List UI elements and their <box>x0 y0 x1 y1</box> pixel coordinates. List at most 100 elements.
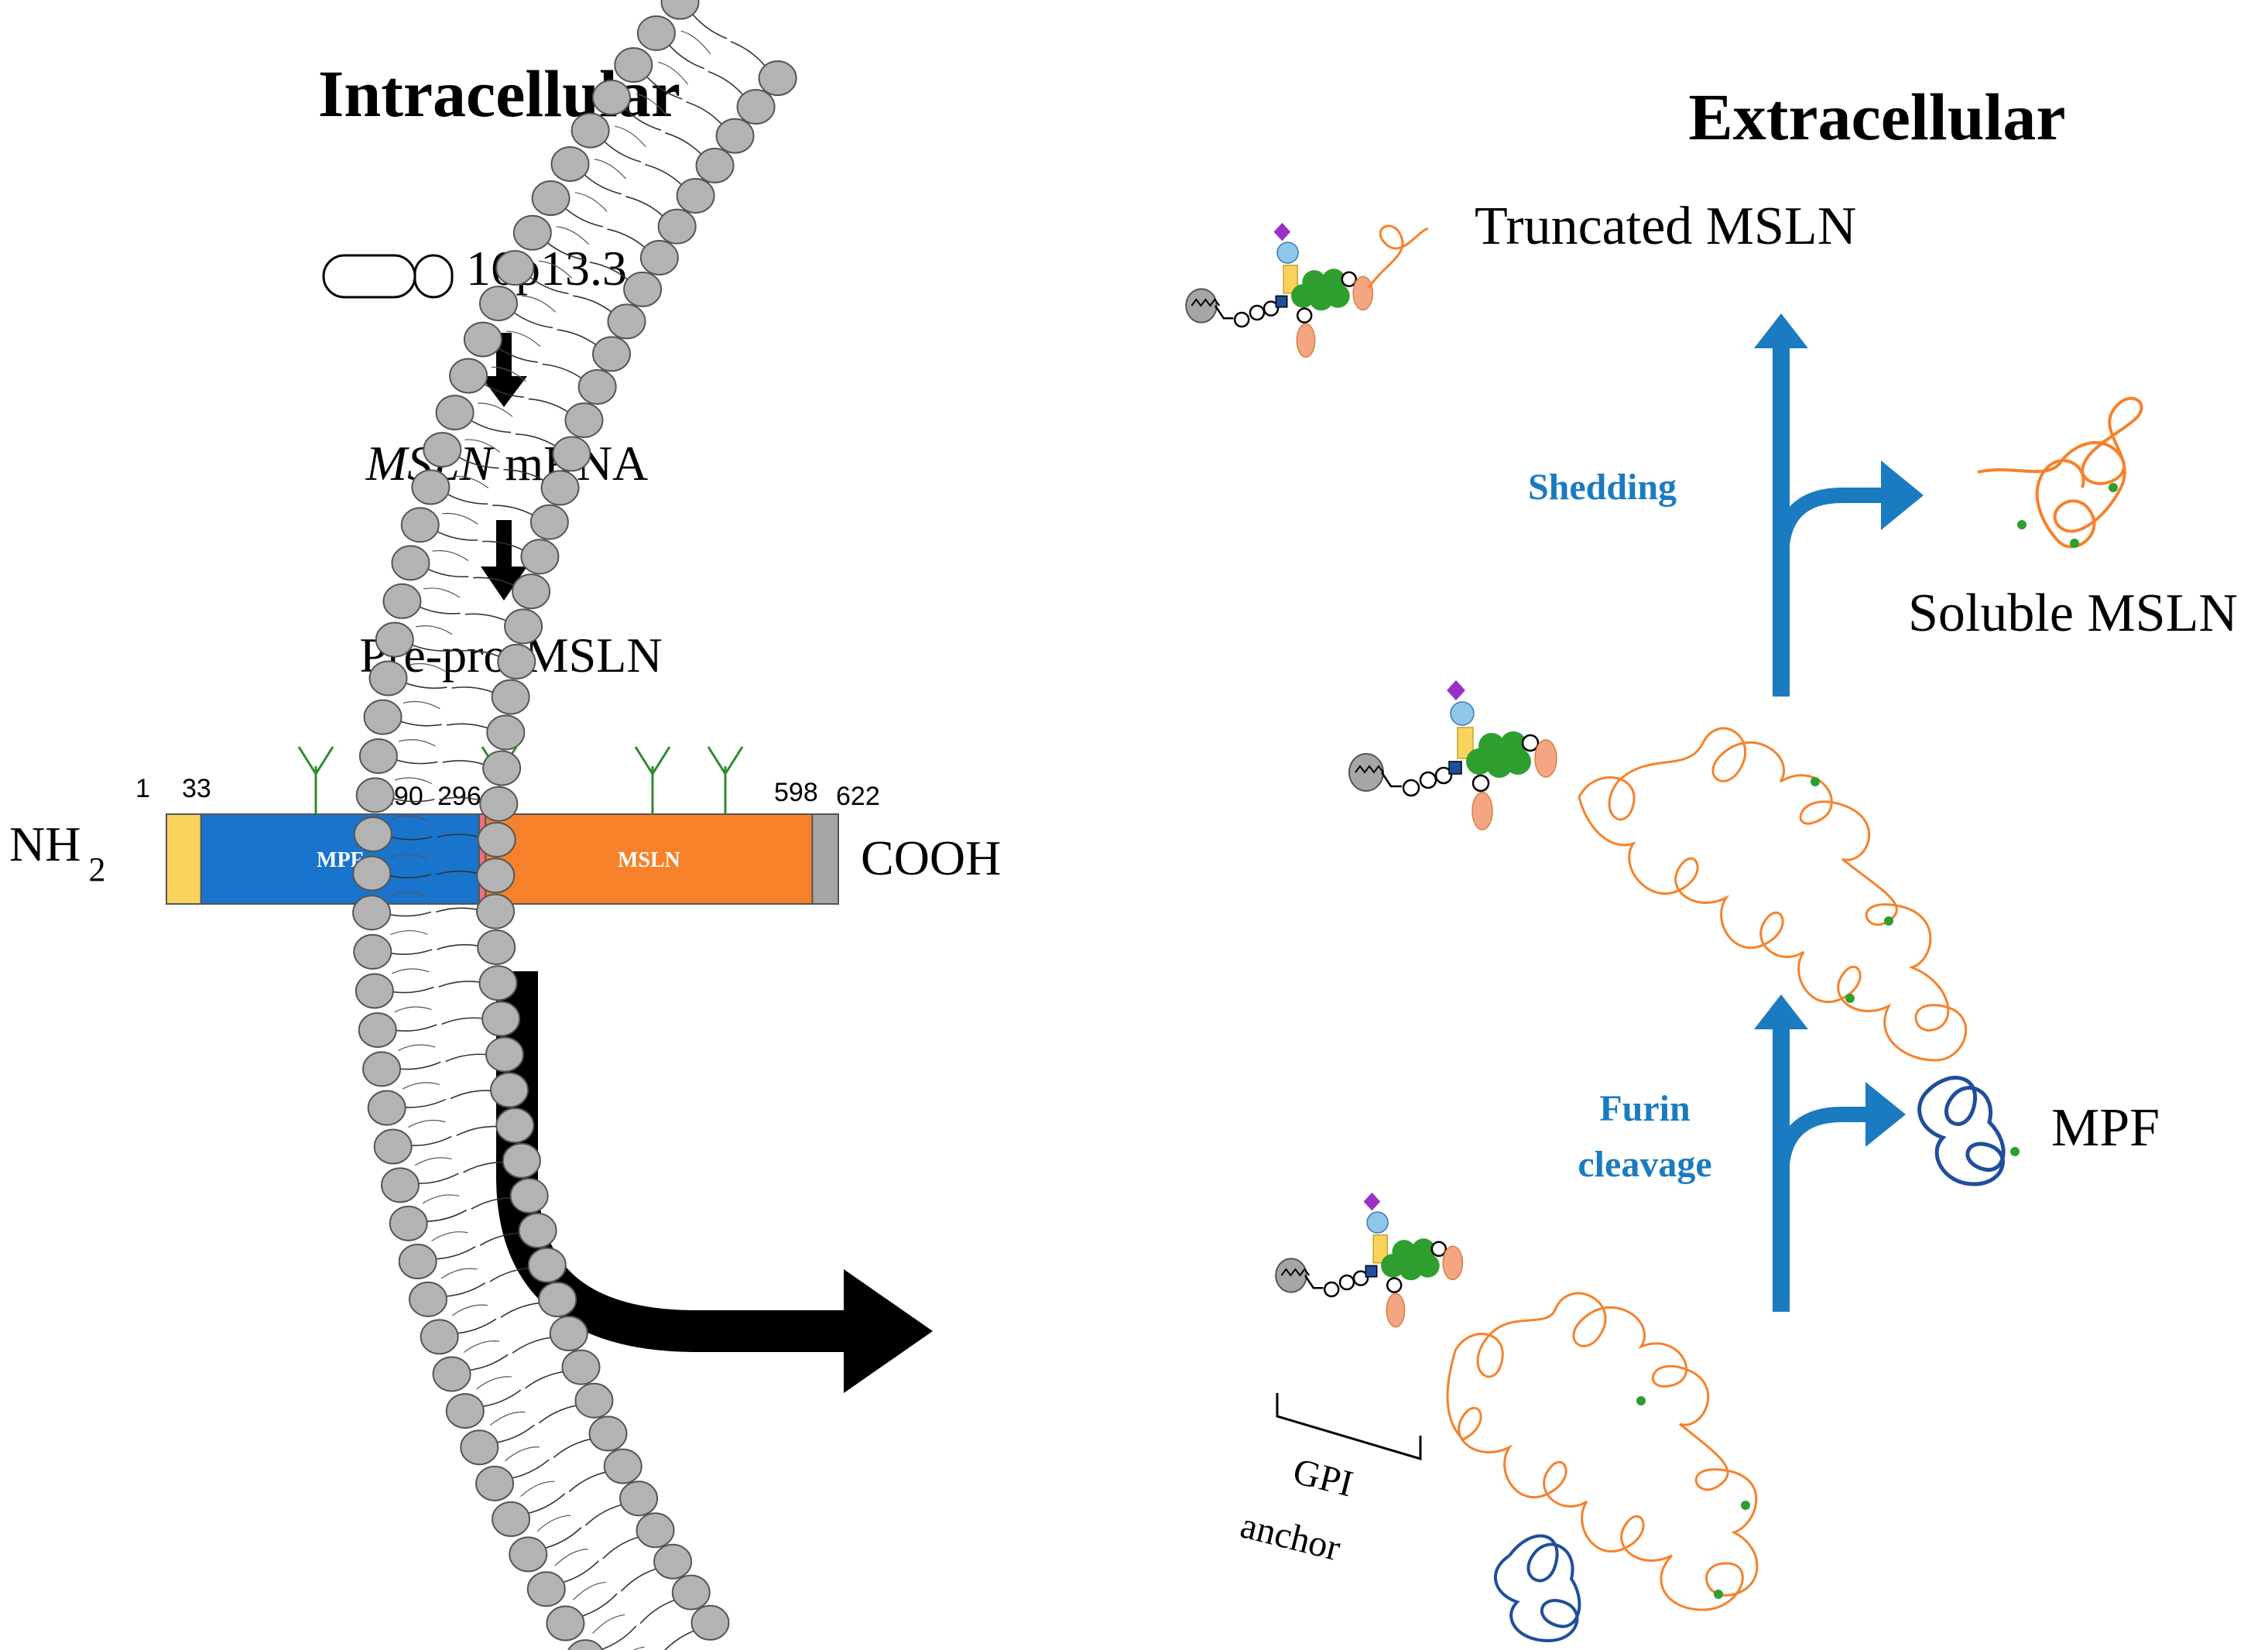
mannose-square <box>1365 1265 1378 1278</box>
lipid-head <box>592 336 632 372</box>
position-label: 1 <box>135 774 150 803</box>
lipid-head <box>495 250 535 286</box>
lipid-head <box>363 699 403 735</box>
domain-gpi-signal <box>811 813 839 905</box>
anchor-lipid <box>1348 753 1384 792</box>
soluble-msln-sites <box>2017 483 2118 548</box>
lipid-head <box>607 303 646 340</box>
lipid-head <box>492 1501 531 1537</box>
glycan-green-circle <box>1478 733 1505 759</box>
lipid-head <box>549 1316 588 1352</box>
lipid-head <box>546 1605 585 1641</box>
lipid-head <box>373 1128 413 1165</box>
lipid-head <box>355 777 395 813</box>
lipid-head <box>495 1107 535 1144</box>
lipid-head <box>657 208 697 245</box>
lipid-head <box>382 583 422 619</box>
lipid-head <box>639 239 679 276</box>
glycan-yellow <box>1372 1234 1388 1264</box>
glycosylation-site-icon <box>707 746 744 814</box>
lipid-head <box>411 469 451 505</box>
soluble-msln-label: Soluble MSLN <box>1908 584 2238 643</box>
lipid-head <box>574 1382 614 1419</box>
lipid-head <box>603 1448 642 1484</box>
glycan-purple-diamond <box>1447 680 1465 700</box>
mannose-square <box>1275 295 1288 308</box>
lipid-head <box>375 621 414 658</box>
lipid-head <box>531 180 570 217</box>
lipid-head <box>353 933 392 970</box>
lipid-head <box>567 1639 604 1650</box>
lipid-head <box>362 1051 402 1087</box>
lipid-head <box>478 286 518 322</box>
n-terminus-text: NH <box>9 816 81 871</box>
lipid-head <box>420 1319 459 1355</box>
furin-cleavage-arrow <box>1754 994 1906 1312</box>
lipid-head <box>564 402 604 438</box>
lipid-head <box>398 1244 437 1280</box>
lipid-head <box>389 1205 428 1241</box>
glycosylation-site-icon <box>297 746 334 814</box>
lipid-head <box>636 1512 675 1549</box>
glycan-orange-ellipse <box>1296 323 1316 358</box>
lipid-head <box>509 1536 548 1573</box>
lipid-head <box>660 0 700 20</box>
lipid-head <box>490 1072 529 1108</box>
truncated-chain-tail <box>1367 224 1429 289</box>
glycan-orange-ellipse <box>1442 1245 1464 1281</box>
lipid-head <box>355 973 394 1009</box>
gpi-anchor-bracket <box>1276 1393 1422 1461</box>
lipid-head <box>653 1543 693 1580</box>
lipid-head <box>623 271 663 307</box>
lipid-head <box>353 816 392 852</box>
lipid-head <box>475 1465 515 1501</box>
msln-chain-middle-sites <box>1811 777 1893 1003</box>
msln-chain-middle <box>1578 727 1967 1062</box>
lipid-head <box>477 929 516 965</box>
lipid-head <box>352 895 392 931</box>
lipid-head <box>491 679 530 715</box>
position-label: 296 <box>437 782 481 811</box>
lipid-head <box>423 432 462 468</box>
domain-msln <box>485 813 814 905</box>
glycan-purple-diamond <box>1363 1192 1381 1211</box>
lipid-head <box>588 1416 628 1452</box>
lipid-head <box>736 88 776 125</box>
mrna-label: MSLN mRNA <box>365 436 649 491</box>
lipid-head <box>485 1036 524 1073</box>
furin-label-line1: Furin <box>1599 1088 1690 1129</box>
glycosylation-sites <box>297 746 744 814</box>
position-label: 33 <box>182 774 211 803</box>
glycosylation-site-icon <box>634 746 671 814</box>
lipid-head <box>463 321 502 358</box>
lipid-head <box>449 358 488 394</box>
lipid-head <box>715 118 755 154</box>
extracellular-title: Extracellular <box>1688 80 2065 154</box>
lipid-head <box>409 1281 448 1317</box>
lipid-head <box>478 965 518 1001</box>
glycan-orange-ellipse <box>1471 792 1493 830</box>
lipid-head <box>358 1012 397 1048</box>
lipid-head <box>400 507 440 543</box>
lipid-head <box>502 1142 541 1179</box>
lipid-head <box>552 436 591 472</box>
lipid-head <box>479 786 519 822</box>
glycan-green-circle <box>1392 1240 1417 1264</box>
lipid-head <box>445 1393 485 1429</box>
mpf-label: MPF <box>2051 1098 2160 1158</box>
lipid-head <box>352 855 392 892</box>
glycan-blue-circle <box>1276 241 1299 264</box>
lipid-head <box>482 750 522 786</box>
glycan-green-circle <box>1411 1238 1436 1262</box>
cell-membrane <box>352 0 797 1650</box>
lipid-head <box>435 395 474 431</box>
glycan-orange-ellipse <box>1534 739 1557 778</box>
lipid-head <box>481 1001 521 1037</box>
glycan-orange-ellipse <box>1352 276 1374 311</box>
lipid-head <box>476 893 516 929</box>
shedding-arrow <box>1754 313 1924 697</box>
lipid-head <box>486 714 526 751</box>
glycan-orange-ellipse <box>1386 1292 1406 1328</box>
furin-label-line2: cleavage <box>1578 1144 1711 1185</box>
